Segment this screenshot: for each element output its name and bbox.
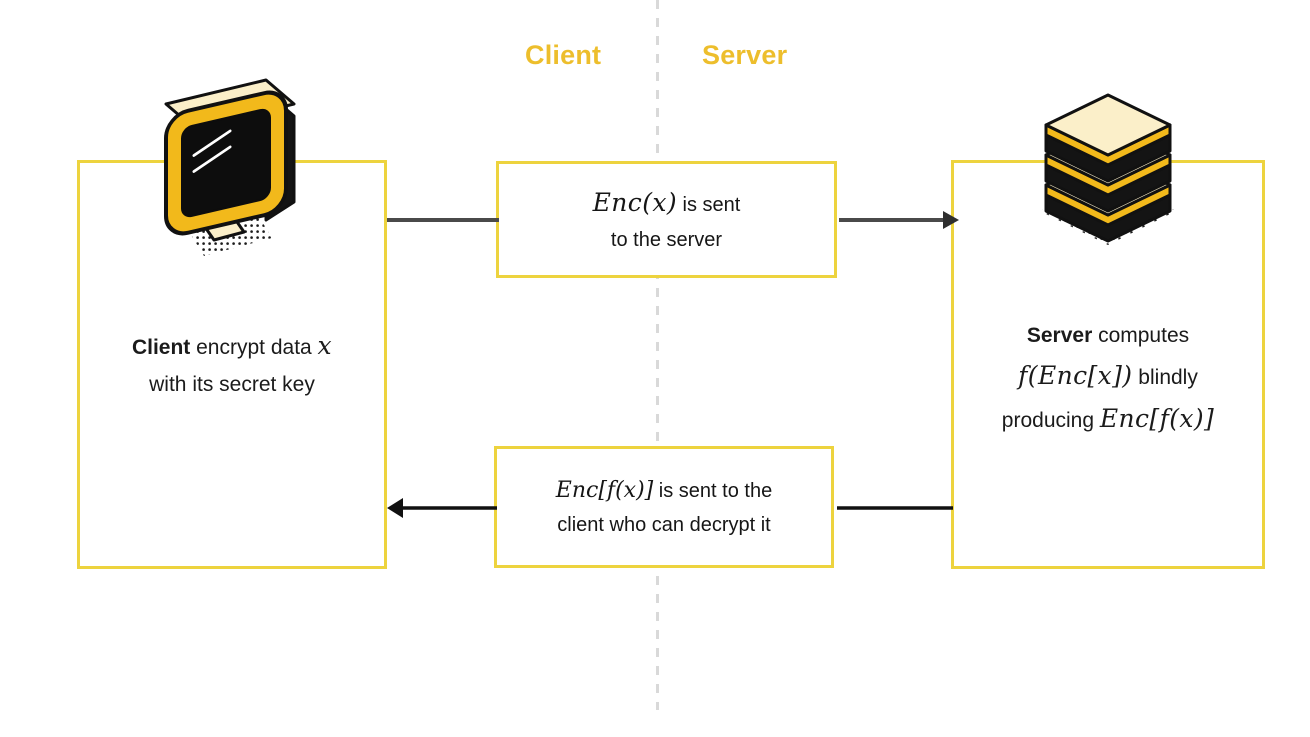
server-description: Server computes f(Enc[x]) blindly produc… [951, 318, 1265, 440]
server-description-rest: computes [1092, 324, 1190, 347]
server-description-line2-math: f(Enc[x]) [1018, 361, 1133, 391]
message-to-client-math: Enc[f(x)] [555, 477, 654, 503]
client-description-rest: encrypt data [190, 336, 318, 359]
column-heading-client: Client [525, 40, 602, 70]
client-description: Client encrypt data x with its secret ke… [77, 324, 387, 403]
message-to-server-line1: Enc(x) is sent [593, 183, 741, 224]
message-box-to-client: Enc[f(x)] is sent to the client who can … [494, 446, 834, 568]
server-stack-icon [1040, 93, 1176, 245]
message-to-server-line2: to the server [610, 228, 723, 251]
client-description-bold: Client [131, 336, 191, 359]
server-description-line3-rest: producing [1001, 409, 1100, 433]
message-to-server-text: is sent [677, 194, 741, 217]
desktop-monitor-icon [164, 78, 296, 256]
message-to-client-line1: Enc[f(x)] is sent to the [556, 473, 772, 509]
server-description-bold: Server [1026, 324, 1093, 347]
column-heading-server: Server [702, 40, 788, 70]
client-description-line2: with its secret key [149, 373, 315, 396]
client-description-math: x [317, 331, 333, 360]
message-box-to-server: Enc(x) is sent to the server [496, 161, 837, 278]
server-description-line3-math: Enc[f(x)] [1099, 404, 1215, 434]
arrow-client-to-server [387, 211, 959, 229]
message-to-server-math: Enc(x) [592, 188, 677, 218]
message-to-client-line2: client who can decrypt it [557, 513, 771, 536]
server-description-line2-rest: blindly [1132, 366, 1198, 390]
message-to-client-text: is sent to the [653, 479, 773, 502]
arrow-server-to-client [387, 498, 953, 518]
client-server-divider [656, 0, 659, 710]
